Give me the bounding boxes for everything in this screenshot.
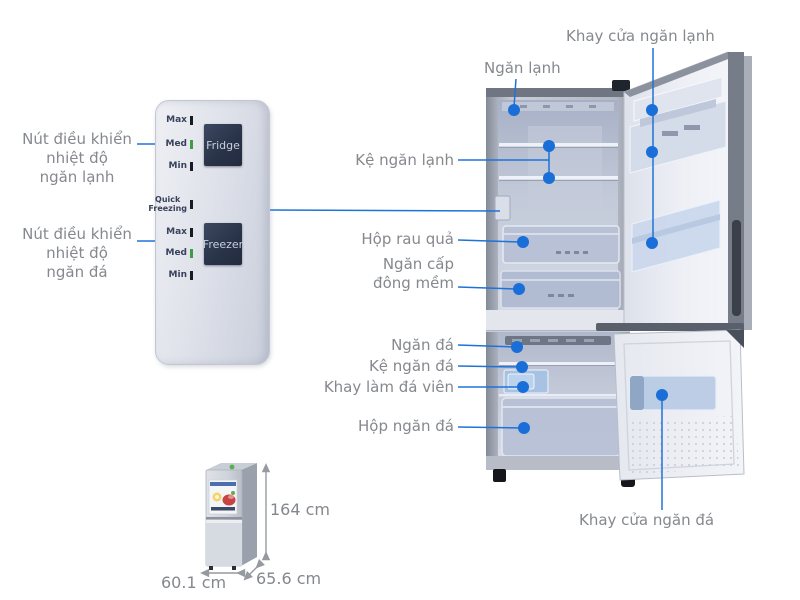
- cool-shelf-1: [499, 143, 618, 147]
- quick-freezing-label: Quick Freezing: [148, 195, 187, 213]
- callout-freezer-temp-control: Nút điều khiển nhiệt độ ngăn đá: [22, 225, 132, 281]
- dimension-depth: 65.6 cm: [256, 569, 322, 588]
- dimension-arrows: [200, 463, 271, 581]
- freezer-door-open: [596, 323, 745, 481]
- vegetable-box: [502, 225, 620, 264]
- fridge-level-med: Med: [165, 139, 193, 149]
- level-label: Min: [168, 161, 187, 171]
- fridge-level-max: Max: [166, 115, 193, 125]
- fridge-foot: [493, 469, 506, 482]
- fridge-button: Fridge: [204, 124, 242, 166]
- callout-ice-cube-tray: Khay làm đá viên: [323, 378, 454, 396]
- dimension-width: 60.1 cm: [161, 573, 227, 592]
- dimension-height: 164 cm: [270, 500, 331, 519]
- panel-location-detail: [494, 195, 511, 221]
- door-hinge: [612, 80, 630, 91]
- indicator-bar: [190, 115, 193, 125]
- callout-ice-box: Hộp ngăn đá: [358, 417, 454, 435]
- promo-sticker: [208, 479, 238, 515]
- cool-door-open: [623, 51, 752, 331]
- freezer-button: Freezer: [203, 223, 243, 265]
- callout-ice-door-tray: Khay cửa ngăn đá: [579, 511, 715, 529]
- callout-dots: [508, 104, 668, 434]
- indicator-bar: [190, 161, 193, 171]
- indicator-bar-lit: [190, 139, 193, 149]
- callout-fridge-temp-control: Nút điều khiển nhiệt độ ngăn lạnh: [22, 130, 132, 186]
- door-handle-groove: [732, 220, 741, 316]
- freezer-shelf: [499, 362, 618, 365]
- callout-ice-shelf: Kệ ngăn đá: [368, 357, 454, 375]
- callout-cool-shelf: Kệ ngăn lạnh: [355, 151, 454, 169]
- callout-soft-freeze: Ngăn cấp đông mềm: [373, 255, 454, 292]
- level-label: Max: [166, 115, 187, 125]
- freezer-level-max: Max: [166, 227, 193, 237]
- indicator-bar-lit: [190, 248, 193, 258]
- level-label: Max: [166, 227, 187, 237]
- temperature-control-panel: Max Med Min Fridge Quick Freezing Max Me…: [148, 100, 270, 365]
- freezer-level-med: Med: [165, 248, 193, 258]
- brand-leaf-logo: [229, 464, 235, 470]
- callout-veg-box: Hộp rau quả: [361, 230, 454, 248]
- level-label: Min: [168, 270, 187, 280]
- cool-shelf-2: [499, 176, 618, 180]
- mini-fridge: [200, 463, 271, 581]
- callout-cool-compartment: Ngăn lạnh: [484, 59, 561, 77]
- fridge-level-min: Min: [169, 161, 193, 171]
- indicator-bar: [190, 270, 193, 280]
- indicator-bar: [190, 199, 193, 209]
- callout-ice-compartment: Ngăn đá: [391, 336, 454, 354]
- quick-freezing-row: Quick Freezing: [148, 195, 193, 213]
- freezer-level-min: Min: [169, 270, 193, 280]
- indicator-bar: [190, 227, 193, 237]
- callout-cool-door-tray: Khay cửa ngăn lạnh: [566, 27, 715, 45]
- freezer-hinge-bar: [596, 323, 744, 331]
- main-fridge: [486, 51, 752, 487]
- door-bin-bottom: [631, 199, 721, 273]
- level-label: Med: [165, 139, 187, 149]
- level-label: Med: [165, 248, 187, 258]
- cabinet-divider: [486, 310, 630, 332]
